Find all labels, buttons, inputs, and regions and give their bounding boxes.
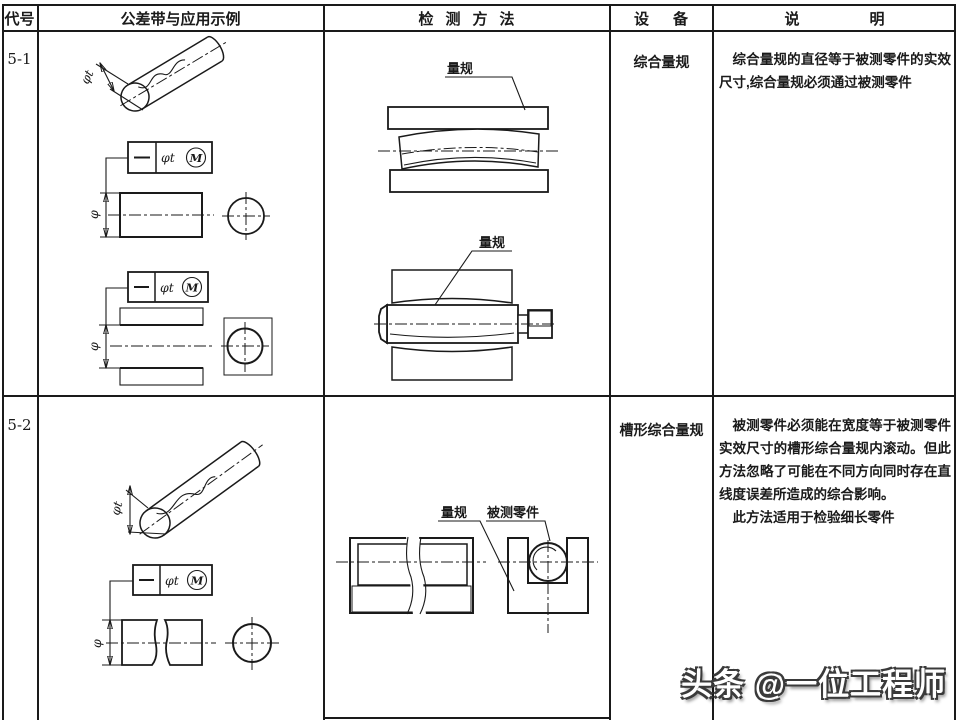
phi-label-shaft: φ [89, 639, 104, 648]
header-code: 代号 [2, 4, 37, 32]
ring-gauge-view: 量规 [378, 61, 558, 193]
header-equipment: 设备 [610, 4, 712, 32]
header-tolerance-label: 公差带与应用示例 [120, 10, 241, 28]
table-border-left [2, 4, 4, 720]
phi-t-label-iso: φt [107, 499, 125, 517]
phi-t-label-iso: φt [77, 67, 97, 87]
header-equipment-label: 设备 [633, 10, 712, 28]
detection-diagram-5-2: 量规 被测零件 [336, 505, 598, 633]
gauge-callout-1: 量规 [447, 61, 473, 76]
row-divider [2, 395, 956, 397]
groove-gauge-side-view [336, 536, 486, 615]
phi-label-shaft: φ [86, 210, 101, 219]
mmc-symbol-2: M [185, 281, 200, 295]
header-notes-label: 说明 [784, 10, 955, 28]
broken-shaft-view: φ [89, 617, 279, 670]
equipment-5-2: 槽形综合量规 [619, 422, 704, 438]
part-callout: 被测零件 [486, 505, 539, 520]
table-border-right [954, 4, 956, 720]
tolerance-diagram-5-2: φt φt M φ [89, 440, 279, 670]
iso-cylinder: φt [77, 35, 227, 112]
notes-5-2-paragraph-1: 被测零件必须能在宽度等于被测零件实效尺寸的槽形综合量规内滚动。但此方法忽略了可能… [719, 418, 951, 502]
mmc-symbol: M [190, 574, 205, 588]
column-divider-1 [37, 4, 39, 720]
header-method-label: 检测方法 [418, 10, 527, 28]
shaft-side-view: φ [86, 192, 270, 240]
gauge-callout: 量规 [441, 505, 467, 520]
notes-5-1: 综合量规的直径等于被测零件的实效尺寸,综合量规必须通过被测零件 [719, 48, 951, 94]
phi-t-label-frame: φt [165, 573, 180, 588]
gauge-callout-2: 量规 [479, 235, 505, 250]
row-code-5-1: 5-1 [7, 50, 32, 68]
notes-5-2: 被测零件必须能在宽度等于被测零件实效尺寸的槽形综合量规内滚动。但此方法忽略了可能… [719, 414, 951, 529]
notes-5-1-text: 综合量规的直径等于被测零件的实效尺寸,综合量规必须通过被测零件 [719, 52, 951, 90]
detection-diagram-5-1: 量规 量规 [374, 61, 558, 381]
table-border-bottom [323, 717, 611, 719]
hole-section-view: φ [86, 307, 273, 386]
mmc-symbol-1: M [189, 151, 204, 165]
phi-t-label-frame2: φt [160, 280, 175, 295]
column-divider-3 [609, 4, 611, 720]
header-divider [2, 30, 956, 32]
plug-gauge-view: 量规 [374, 235, 556, 381]
header-code-label: 代号 [4, 10, 35, 28]
column-divider-2 [323, 4, 325, 720]
equipment-5-1: 综合量规 [633, 54, 690, 70]
watermark: 头条 @一位工程师 [681, 667, 946, 702]
header-notes: 说明 [713, 4, 956, 32]
column-divider-4 [712, 4, 714, 720]
break-gap [406, 536, 426, 615]
tolerance-diagram-5-1: φt φt M φ φt M [77, 35, 273, 386]
phi-t-label-frame1: φt [161, 150, 176, 165]
iso-cylinder: φt [107, 440, 263, 539]
table-border-top [2, 4, 956, 6]
feature-control-frame: φt M [109, 564, 213, 620]
feature-control-frame-2: φt M [105, 271, 209, 325]
row-code-5-2: 5-2 [7, 416, 32, 434]
header-tolerance: 公差带与应用示例 [38, 4, 323, 32]
groove-gauge-end-view [498, 537, 598, 633]
header-method: 检测方法 [324, 4, 609, 32]
notes-5-2-paragraph-2: 此方法适用于检验细长零件 [732, 510, 895, 525]
feature-control-frame-1: φt M [105, 141, 213, 193]
knurled-handle [528, 310, 552, 327]
phi-label-hole: φ [86, 342, 101, 351]
callouts: 量规 被测零件 [438, 505, 551, 592]
